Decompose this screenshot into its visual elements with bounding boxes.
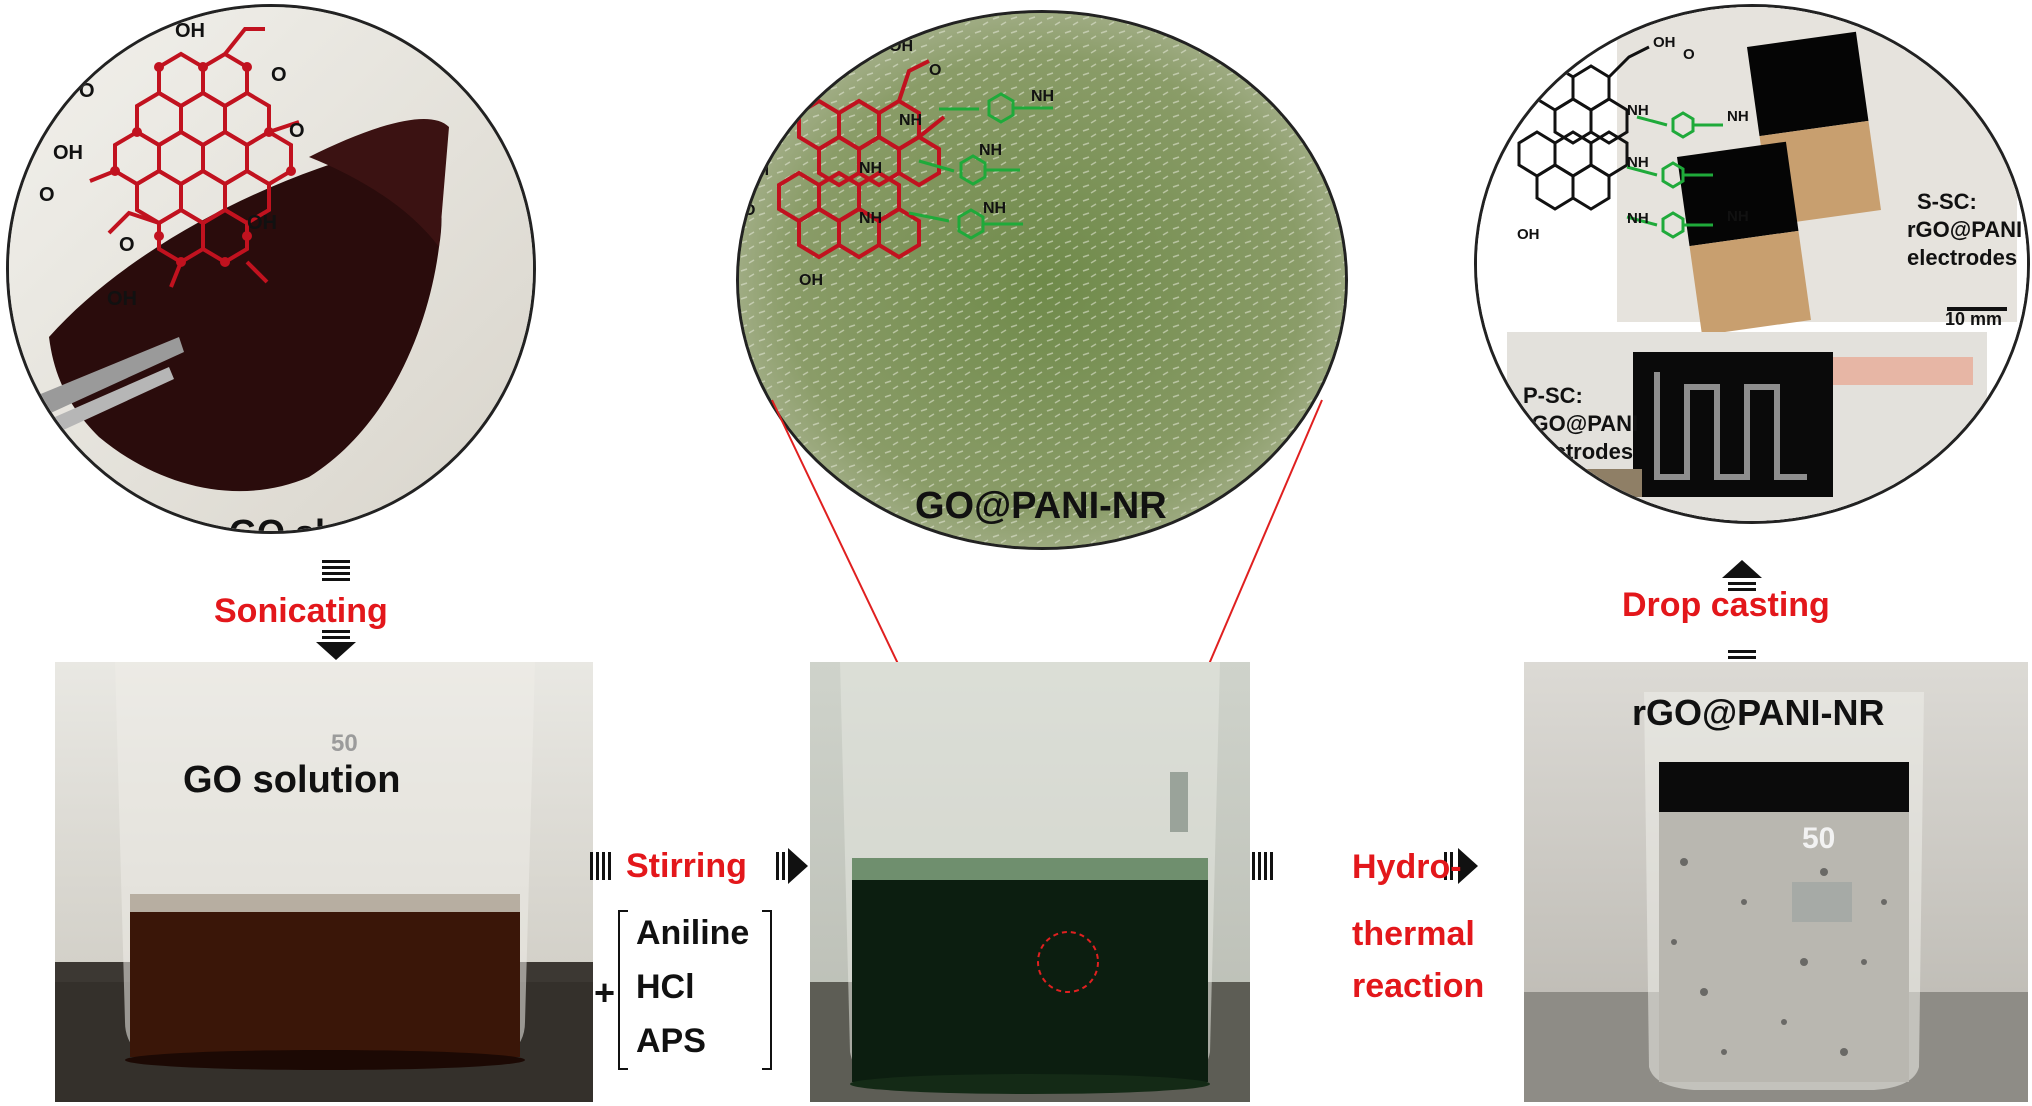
svg-text:NH: NH — [899, 112, 922, 129]
svg-text:O: O — [79, 80, 95, 102]
reagent-hcl: HCl — [636, 968, 695, 1006]
sonicating-arrow — [316, 560, 356, 660]
rgo-beaker-mark-label: 50 — [1802, 822, 1836, 855]
svg-text:NH: NH — [1627, 154, 1649, 171]
go-pani-structure — [777, 59, 946, 260]
stirring-label: Stirring — [626, 847, 747, 885]
svg-text:O: O — [271, 64, 287, 86]
s-sc-label-2: rGO@PANI — [1907, 217, 2023, 242]
svg-text:NH: NH — [1727, 108, 1749, 125]
svg-text:NH: NH — [983, 200, 1006, 217]
s-sc-label-1: S-SC: — [1917, 189, 1977, 214]
svg-text:O: O — [289, 120, 305, 142]
svg-text:NH: NH — [1727, 208, 1749, 225]
svg-text:OH: OH — [1653, 34, 1676, 51]
rgo-structure — [1517, 45, 1650, 211]
reagents-group: Aniline HCl APS — [618, 910, 772, 1070]
go-oh-label: OH — [175, 20, 205, 42]
reagents-plus: + — [594, 972, 616, 1013]
p-sc-label-3: electrodes — [1523, 439, 1634, 464]
reagents-left-bracket — [618, 910, 628, 1070]
hydrothermal-arrow — [1252, 848, 1482, 884]
svg-text:O: O — [39, 184, 55, 206]
svg-text:OH: OH — [107, 288, 137, 310]
svg-text:OH: OH — [1517, 226, 1540, 243]
hydrothermal-label-2: thermal — [1352, 915, 1475, 953]
go-solution-photo: 50 GO solution — [55, 662, 593, 1102]
sonicating-label: Sonicating — [214, 592, 388, 630]
svg-text:NH: NH — [1627, 210, 1649, 227]
hydrothermal-label-1: Hydro- — [1352, 848, 1462, 886]
svg-text:NH: NH — [859, 210, 882, 227]
s-sc-label-3: electrodes — [1907, 245, 2018, 270]
svg-text:O: O — [1683, 46, 1695, 63]
rgo-pani-chains — [1626, 111, 1723, 239]
svg-text:NH: NH — [1031, 88, 1054, 105]
reagent-aps: APS — [636, 1022, 706, 1060]
svg-text:O: O — [119, 234, 135, 256]
go-pani-nr-label: GO@PANI-NR — [915, 485, 1167, 527]
drop-casting-label: Drop casting — [1622, 586, 1830, 624]
reagent-aniline: Aniline — [636, 914, 750, 952]
rgo-pani-nr-label: rGO@PANI-NR — [1632, 692, 1885, 733]
go-pani-photo: OH O NH NH NH NH NH NH OH O OH O — [739, 13, 1345, 547]
svg-text:NH: NH — [1627, 102, 1649, 119]
svg-text:O: O — [929, 62, 941, 79]
stirring-arrow — [590, 848, 810, 884]
p-sc-label-1: P-SC: — [1523, 383, 1583, 408]
rgo-pani-beaker-photo: rGO@PANI-NR 50 — [1524, 662, 2028, 1102]
scale-bar-label: 10 mm — [1945, 309, 2003, 329]
go-film — [49, 147, 442, 492]
svg-text:NH: NH — [859, 160, 882, 177]
svg-text:OH: OH — [247, 212, 277, 234]
go-pani-circle: OH O NH NH NH NH NH NH OH O OH O GO@PANI… — [736, 10, 1348, 550]
p-sc-label-2: rGO@PANI — [1523, 411, 1639, 436]
svg-text:OH: OH — [53, 142, 83, 164]
pani-chains — [908, 92, 1053, 240]
go-pani-beaker-photo — [810, 662, 1250, 1102]
reagents-right-bracket — [762, 910, 772, 1070]
rgo-electrodes-circle: OH O NH NH NH NH NH OH S-SC: rGO@PANI el… — [1474, 4, 2030, 524]
go-sheets-label: GO sheets — [229, 512, 410, 534]
beaker-mark-label: 50 — [331, 730, 358, 757]
svg-text:OH: OH — [799, 272, 823, 289]
hydrothermal-label-3: reaction — [1352, 967, 1485, 1005]
go-solution-label: GO solution — [183, 759, 401, 801]
svg-text:NH: NH — [979, 142, 1002, 159]
